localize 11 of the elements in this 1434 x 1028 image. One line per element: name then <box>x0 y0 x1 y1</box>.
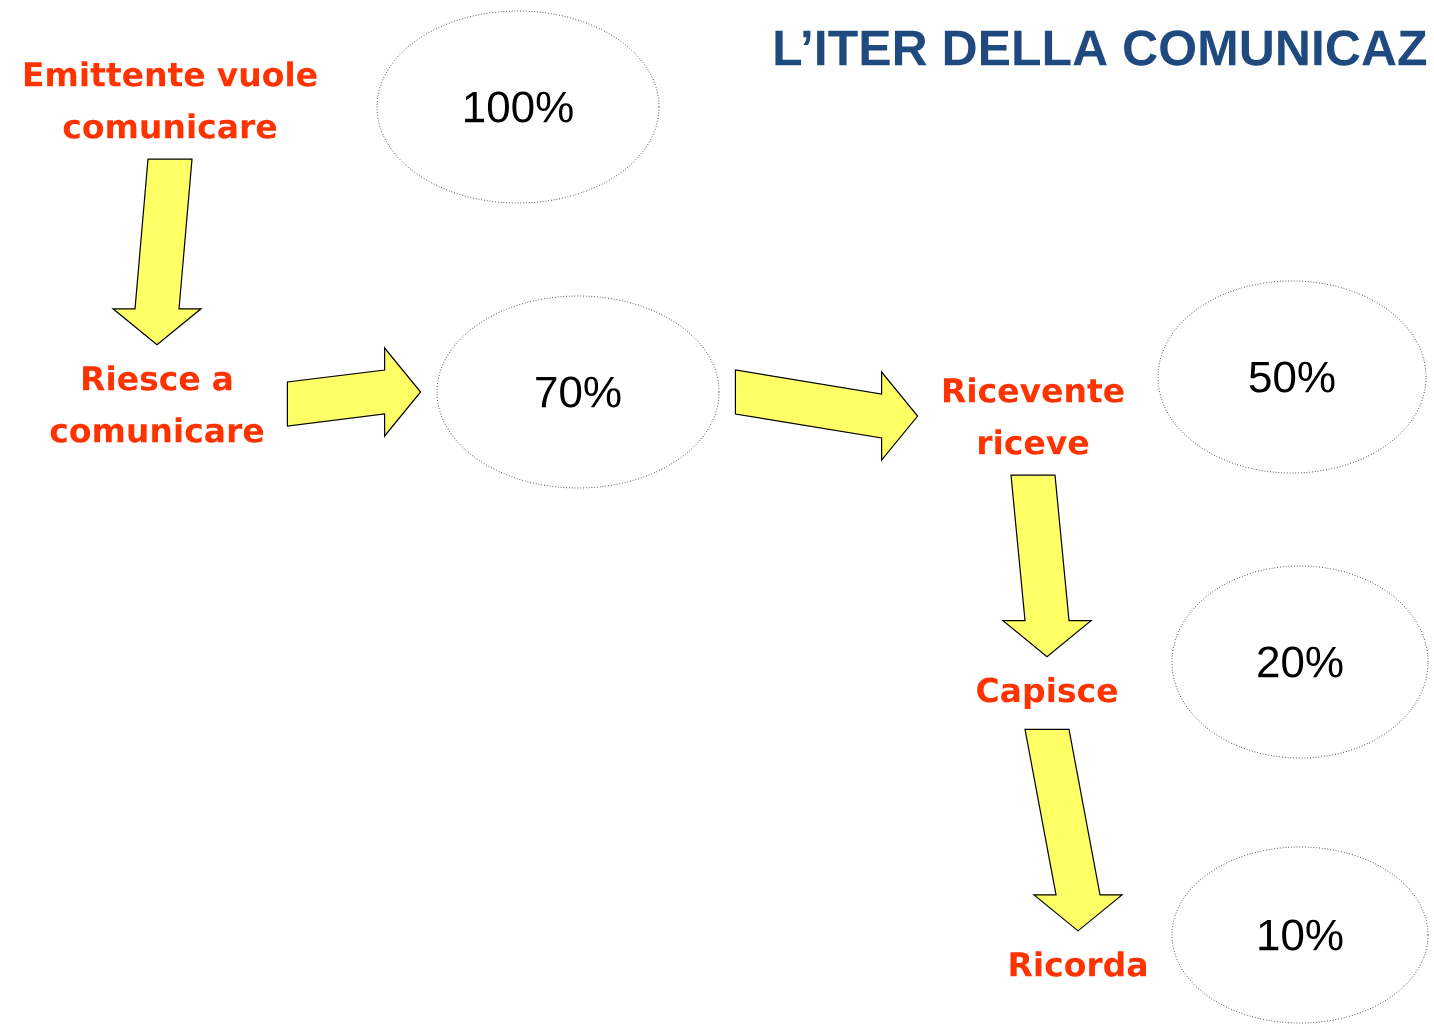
step-label: Ricevente riceve <box>943 377 1124 455</box>
block-arrow <box>734 369 919 462</box>
step-label: Ricorda <box>1010 951 1146 977</box>
step-label: Emittente vuole comunicare <box>24 61 317 139</box>
block-arrow <box>286 346 422 438</box>
title: L’ITER DELLA COMUNICAZ <box>775 30 1427 66</box>
step-label: Riesce a comunicare <box>50 365 264 443</box>
block-arrow <box>1024 728 1124 932</box>
step-label: Capisce <box>977 677 1117 709</box>
block-arrow <box>111 158 203 346</box>
block-arrow <box>1001 474 1093 658</box>
